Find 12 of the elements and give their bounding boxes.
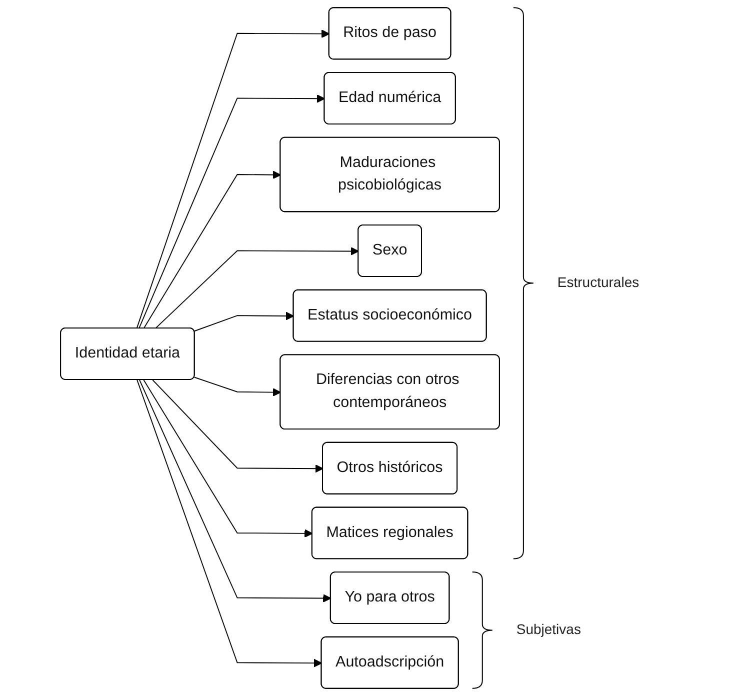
arrow: [152, 379, 324, 473]
group-label: Estructurales: [557, 274, 640, 290]
arrow: [143, 379, 313, 538]
group-label: Subjetivas: [516, 621, 581, 638]
arrow: [139, 379, 332, 602]
arrow: [194, 312, 294, 332]
arrow: [143, 170, 281, 329]
arrow: [138, 94, 326, 329]
arrow: [136, 379, 322, 668]
arrow: [136, 30, 330, 329]
arrow: [194, 376, 281, 396]
arrow: [154, 247, 359, 329]
